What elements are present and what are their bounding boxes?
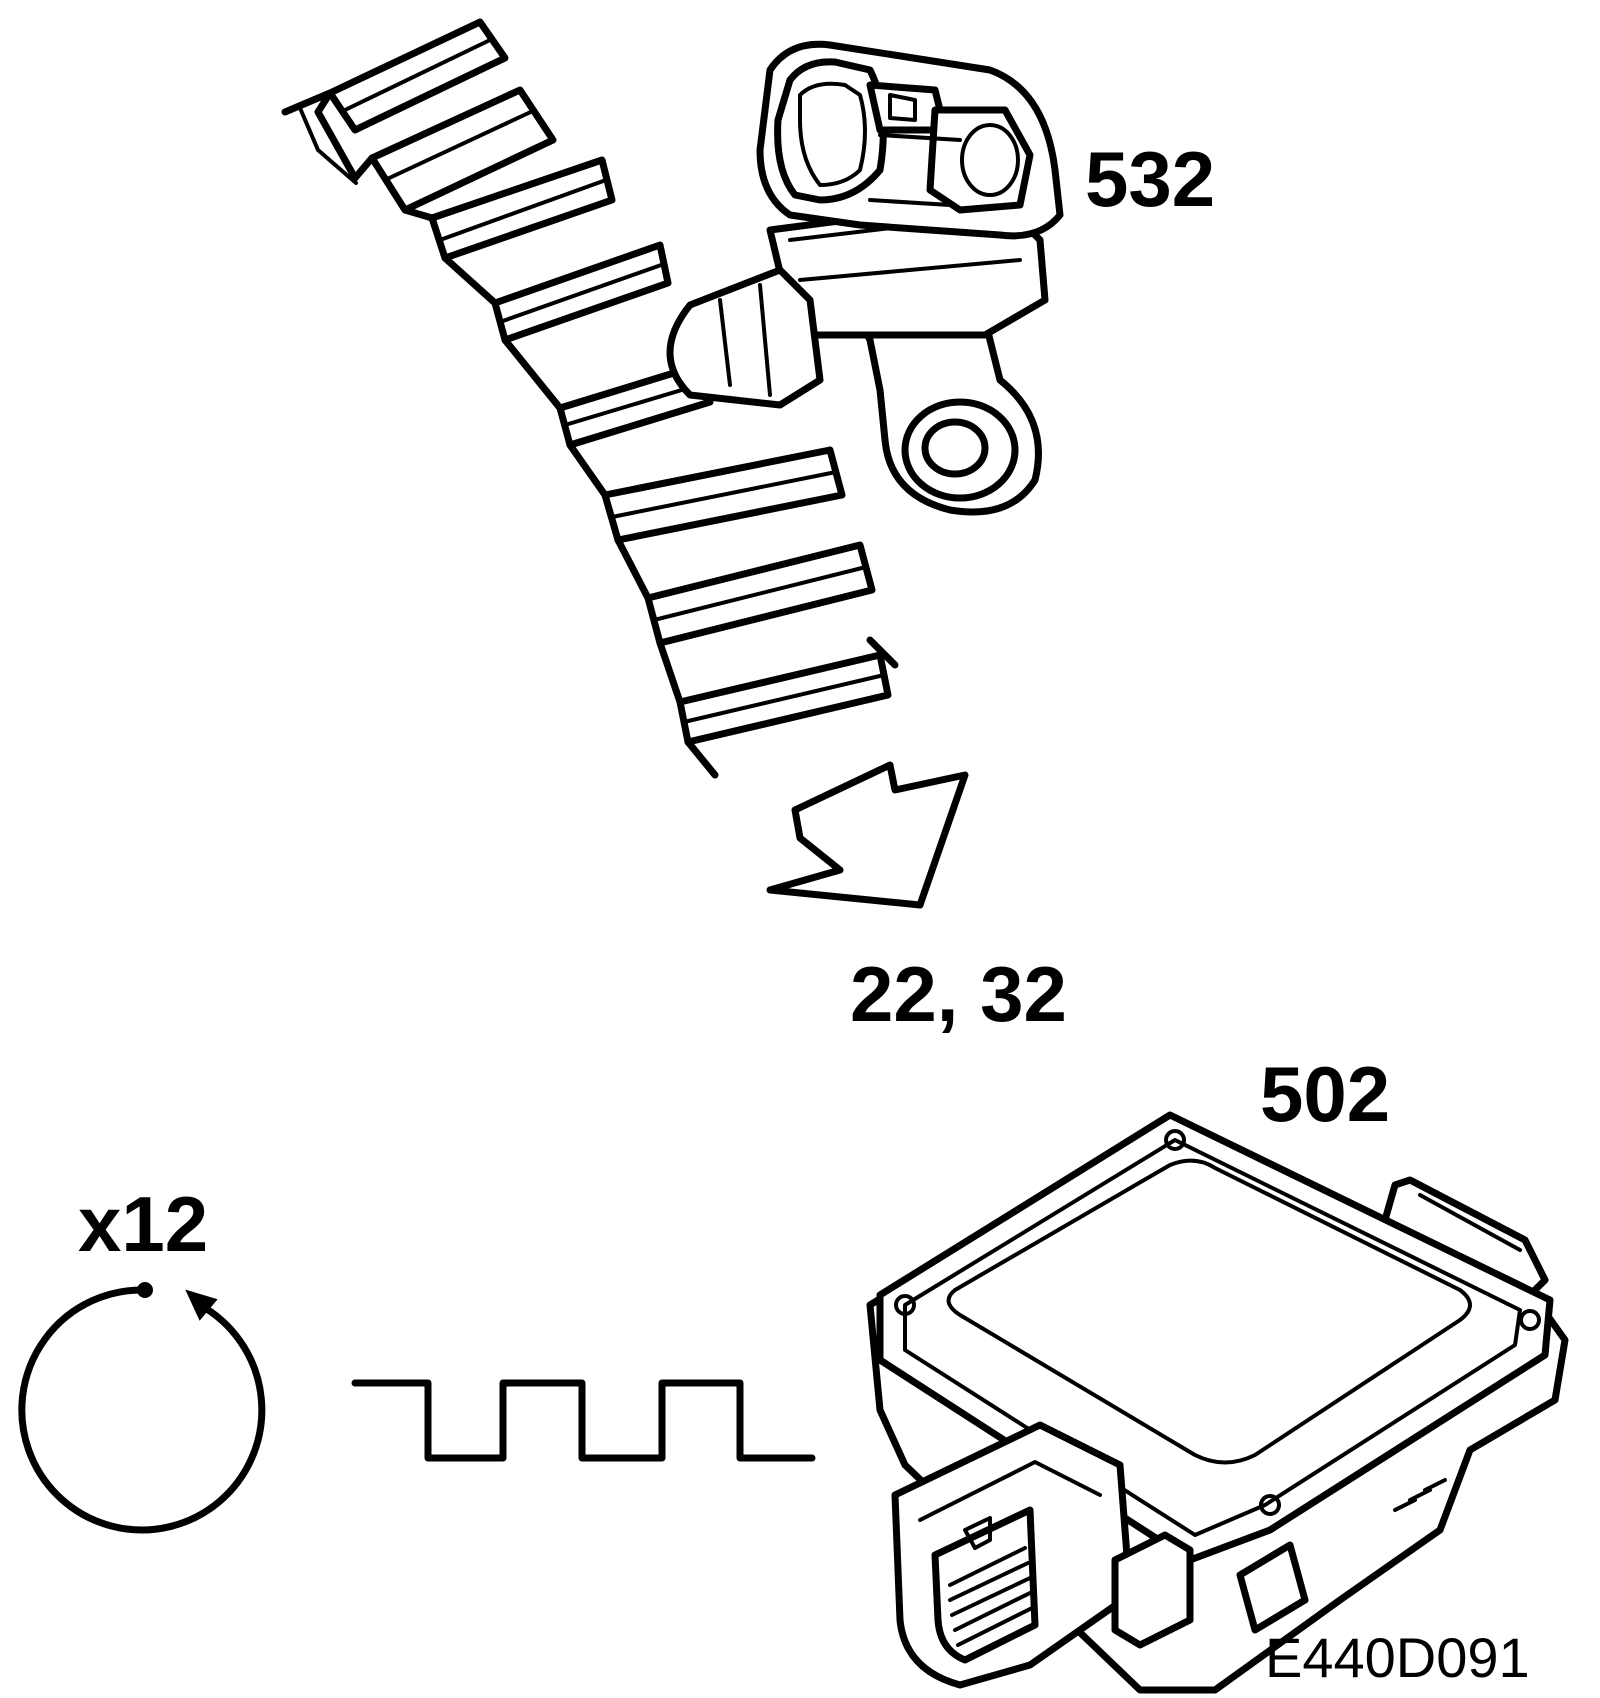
module-callout: 502: [1260, 1050, 1391, 1138]
arrow-callout: 22, 32: [850, 950, 1067, 1038]
reluctor-wheel: [281, 18, 899, 779]
square-wave-icon: [351, 1379, 816, 1462]
circular-arrow-icon: [18, 1282, 266, 1534]
figure-code: E440D091: [1265, 1626, 1530, 1689]
control-module: [866, 1111, 1569, 1694]
crankshaft-sensor: [666, 40, 1064, 516]
sensor-callout: 532: [1085, 135, 1216, 223]
flow-arrow-icon: [766, 761, 969, 909]
rotation-count: x12: [78, 1180, 209, 1268]
